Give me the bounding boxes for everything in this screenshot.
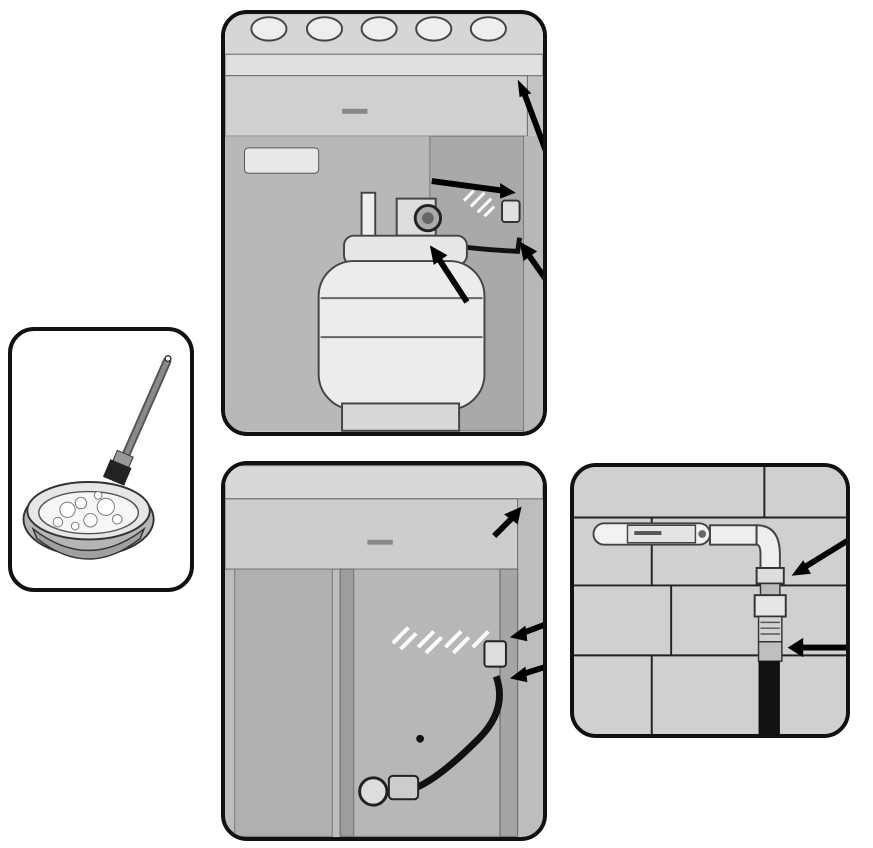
hose-fitting-illustration — [574, 467, 846, 734]
arrow-marks — [787, 538, 846, 658]
arrow-marks — [429, 79, 543, 304]
valve-fitting-icon — [592, 522, 787, 734]
vent-marks — [391, 626, 490, 655]
arrow-marks — [492, 506, 543, 683]
soap-brush-panel — [8, 327, 194, 592]
side-burner-hose-illustration — [225, 465, 543, 837]
soap-brush-illustration — [22, 354, 172, 560]
control-knobs — [225, 15, 543, 55]
soap-bowl-icon — [22, 481, 155, 560]
brush-icon — [102, 354, 172, 486]
side-burner-hose-panel — [221, 461, 547, 841]
tank-connection-panel — [221, 10, 547, 436]
hose-fitting-panel — [570, 463, 850, 738]
propane-tank-icon — [317, 191, 486, 432]
tank-connection-illustration — [225, 15, 543, 432]
vent-marks — [462, 189, 496, 218]
gas-hose-icon — [358, 675, 503, 807]
